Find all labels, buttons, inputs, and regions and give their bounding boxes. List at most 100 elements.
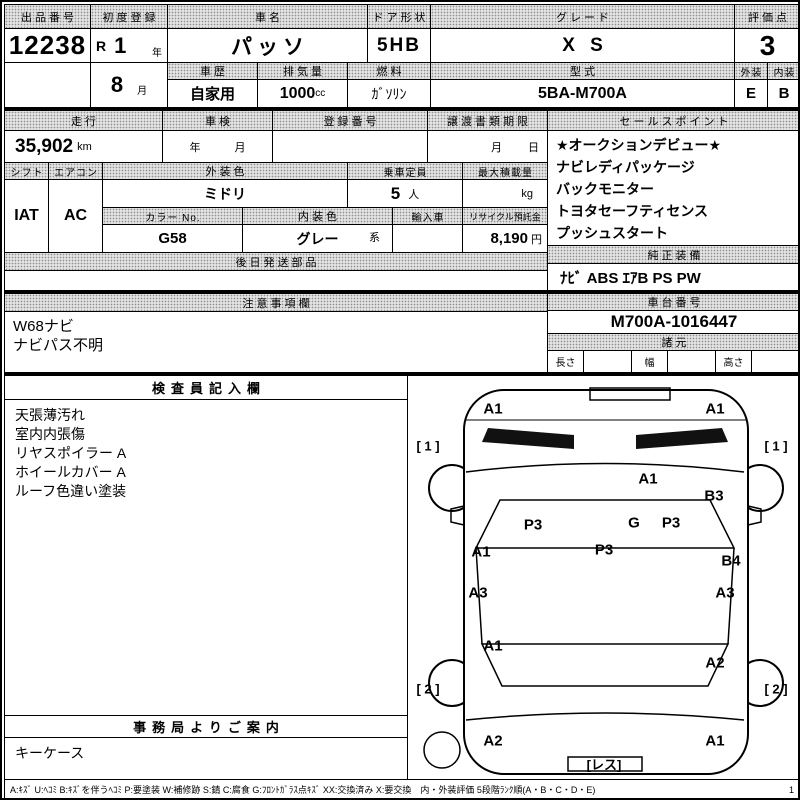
inspection-year-unit: 年 <box>189 141 201 154</box>
damage-marker: A2 <box>483 732 503 750</box>
spec-width-label: 幅 <box>632 351 668 372</box>
damage-marker: A1 <box>483 400 503 418</box>
later-parts-value <box>4 270 548 291</box>
page-number: 1 <box>788 784 794 795</box>
era-letter: R <box>96 37 107 54</box>
door-shape-label: ドア形状 <box>367 4 431 29</box>
damage-marker: [ 2 ] <box>764 681 788 697</box>
lot-number-label: 出品番号 <box>4 4 91 29</box>
lot-blank-cell <box>4 62 91 108</box>
spec-width-cell: 幅 <box>631 350 716 373</box>
spec-length-cell: 長さ <box>547 350 632 373</box>
damage-marker: P3 <box>594 541 614 559</box>
mileage-number: 35,902 <box>15 135 74 157</box>
divider-3 <box>4 372 798 375</box>
damage-marker: A2 <box>705 654 725 672</box>
genuine-equipment-label: 純正装備 <box>547 245 798 264</box>
damage-marker: P3 <box>523 516 543 534</box>
interior-color-value: グレー 系 <box>242 224 393 253</box>
chassis-number-label: 車台番号 <box>547 293 798 311</box>
sales-point-item: プッシュスタート <box>556 225 668 241</box>
car-body-outline <box>463 389 749 775</box>
history-value: 自家用 <box>167 79 258 108</box>
roof-edges <box>475 547 735 645</box>
front-plate <box>589 387 671 401</box>
rear-window <box>480 643 730 687</box>
inspector-note-line: 室内内張傷 <box>15 426 85 442</box>
right-headlight <box>636 428 728 449</box>
model-code-label: 型式 <box>430 62 735 80</box>
spec-height-label: 高さ <box>716 351 752 372</box>
damage-marker: [ 1 ] <box>764 438 788 454</box>
grade-label: グレード <box>430 4 735 29</box>
reg-year: 1 <box>114 32 127 58</box>
chassis-number-value: M700A-1016447 <box>547 310 798 334</box>
legend-text: A:ｷｽﾞ U:ﾍｺﾐ B:ｷｽﾞを伴うﾍｺﾐ P:要塗装 W:補修跡 S:錆 … <box>10 785 596 795</box>
damage-marker: [レス] <box>586 757 622 773</box>
capacity-number: 5 <box>390 183 401 203</box>
registration-number-label: 登録番号 <box>272 110 428 131</box>
exterior-color-value: ミドリ <box>102 179 348 208</box>
inspection-label: 車検 <box>162 110 273 131</box>
exterior-grade-label: 外装 <box>734 62 768 80</box>
mileage-value: 35,902 km <box>4 130 163 163</box>
sales-point-item: ナビレディパッケージ <box>556 159 695 175</box>
max-load-value: kg <box>462 179 548 208</box>
damage-marker: A1 <box>638 470 658 488</box>
registration-number-value <box>272 130 428 163</box>
shift-label: シフト <box>4 162 49 180</box>
door-shape-value: 5HB <box>367 28 431 63</box>
damage-marker: G <box>628 514 640 532</box>
divider-1 <box>4 107 798 110</box>
inspector-note-line: ルーフ色違い塗装 <box>15 483 127 499</box>
office-notice-title: 事務局よりご案内 <box>5 716 407 738</box>
color-no-label: カラー No. <box>102 207 243 225</box>
inspector-notes-body: 天張薄汚れ 室内内張傷 リヤスポイラー A ホイールカバー A ルーフ色違い塗装 <box>5 400 407 507</box>
interior-color-label: 内装色 <box>242 207 393 225</box>
recycle-deposit-label: リサイクル預託金 <box>462 207 548 225</box>
left-mirror <box>450 505 465 526</box>
notes-label: 注意事項欄 <box>4 293 548 312</box>
spec-length-label: 長さ <box>548 351 584 372</box>
office-notice-body: キーケース <box>5 738 407 769</box>
left-headlight <box>482 428 574 449</box>
color-no-value: G58 <box>102 224 243 253</box>
score-value: 3 <box>734 28 798 63</box>
mileage-unit: km <box>77 140 92 153</box>
damage-marker: A3 <box>715 584 735 602</box>
interior-grade-label: 内装 <box>767 62 798 80</box>
reg-month: 8 <box>110 72 124 97</box>
capacity-label: 乗車定員 <box>347 162 463 180</box>
sales-point-item: トヨタセーフティセンス <box>556 203 709 219</box>
hood-line <box>465 462 745 473</box>
damage-marker: A1 <box>483 637 503 655</box>
inspector-notes-section: 検査員記入欄 天張薄汚れ 室内内張傷 リヤスポイラー A ホイールカバー A ル… <box>4 375 408 716</box>
spec-label: 諸元 <box>547 333 798 351</box>
spec-height-cell: 高さ <box>715 350 798 373</box>
recycle-amount: 8,190 <box>490 230 528 247</box>
notes-body: W68ナビ ナビパス不明 <box>4 311 548 373</box>
first-registration-label: 初度登録 <box>90 4 168 29</box>
shift-value: IAT <box>4 179 49 253</box>
damage-marker: B3 <box>704 487 724 505</box>
damage-marker: A1 <box>705 732 725 750</box>
office-notice-section: 事務局よりご案内 キーケース <box>4 715 408 780</box>
max-load-label: 最大積載量 <box>462 162 548 180</box>
sales-point-item: バックモニター <box>556 181 654 197</box>
displacement-number: 1000 <box>279 84 316 102</box>
sales-points-label: セールスポイント <box>547 110 798 131</box>
sales-point-item: ★オークションデビュー★ <box>556 137 722 153</box>
genuine-equipment-value: ﾅﾋﾞ ABS ｴｱB PS PW <box>547 263 798 291</box>
damage-marker: A3 <box>468 584 488 602</box>
damage-marker: [ 2 ] <box>416 681 440 697</box>
inspection-value: 年 月 <box>162 130 273 163</box>
import-label: 輸入車 <box>392 207 463 225</box>
capacity-unit: 人 <box>408 189 420 201</box>
spare-tire <box>423 731 461 769</box>
exterior-grade-value: E <box>734 79 768 108</box>
trunk-line <box>465 712 745 721</box>
notes-line: ナビパス不明 <box>13 337 104 354</box>
